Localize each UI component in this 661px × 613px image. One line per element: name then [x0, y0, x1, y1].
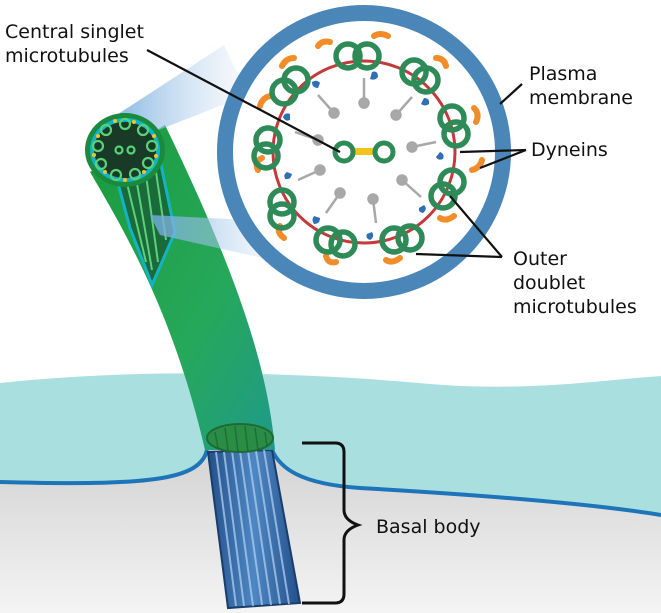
- central-singlet-label-line2: microtubules: [5, 45, 129, 67]
- central-bridge: [350, 148, 378, 155]
- plasma-membrane-label: Plasma membrane: [529, 62, 633, 110]
- shaft-base-opening: [206, 423, 274, 453]
- inner-dynein-arms: [283, 71, 444, 240]
- outer-doublet-label-line3: microtubules: [513, 296, 637, 318]
- outer-doublets: [251, 41, 471, 259]
- outer-doublet-label-line1: Outer: [513, 248, 567, 270]
- zoom-cone-upper: [112, 45, 248, 138]
- basal-body-label: Basal body: [376, 516, 481, 538]
- plasma-membrane-label-line2: membrane: [529, 87, 633, 109]
- outer-doublet-label: Outer doublet microtubules: [513, 247, 637, 319]
- basal-body: [206, 448, 302, 610]
- central-singlet-left: [332, 140, 356, 164]
- central-singlet-label: Central singlet microtubules: [5, 20, 144, 68]
- basal-body-bracket: [302, 441, 363, 605]
- outer-doublet-label-line2: doublet: [513, 272, 586, 294]
- cilium-tip-cross-section: [85, 113, 165, 187]
- central-singlet-right: [372, 140, 396, 164]
- plasma-membrane-label-line1: Plasma: [529, 63, 598, 85]
- radial-spokes: [294, 78, 437, 224]
- central-singlet-label-line1: Central singlet: [5, 21, 144, 43]
- axoneme-cross-section: [217, 5, 511, 299]
- dyneins-label: Dyneins: [531, 139, 608, 161]
- outer-dynein-arms: [253, 31, 485, 266]
- leader-lines: [146, 49, 527, 259]
- cell-membrane-line: [0, 449, 661, 517]
